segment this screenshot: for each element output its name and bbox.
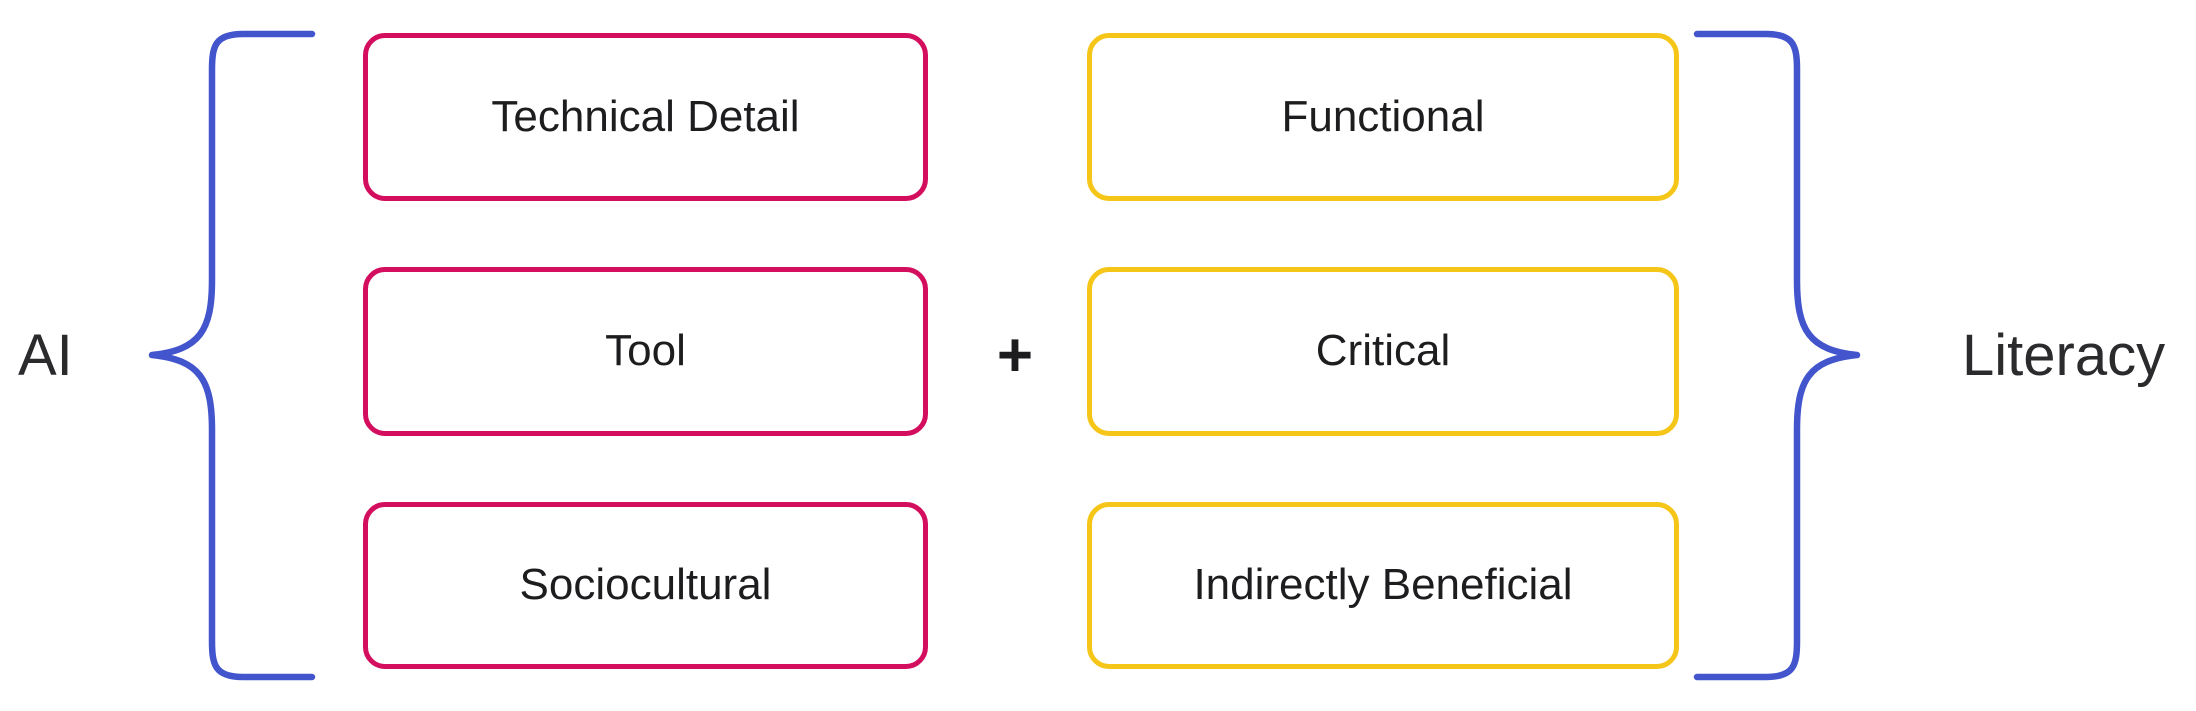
right-end-label-text: Literacy (1962, 322, 2166, 388)
plus-operator: + (980, 0, 1050, 711)
left-end-label-text: AI (18, 322, 73, 388)
right-node-critical[interactable]: Critical (1087, 267, 1679, 436)
node-label: Indirectly Beneficial (1193, 560, 1573, 610)
node-label: Tool (605, 326, 686, 376)
left-node-tool[interactable]: Tool (363, 267, 928, 436)
left-end-label: AI (18, 0, 73, 711)
left-curly-brace-icon (148, 30, 316, 681)
right-curly-brace-icon (1693, 30, 1861, 681)
right-end-label: Literacy (1962, 0, 2165, 711)
node-label: Critical (1315, 326, 1451, 376)
plus-operator-text: + (996, 320, 1034, 390)
node-label: Sociocultural (519, 560, 772, 610)
node-label: Technical Detail (491, 91, 800, 141)
right-node-indirectly-beneficial[interactable]: Indirectly Beneficial (1087, 502, 1679, 669)
left-node-sociocultural[interactable]: Sociocultural (363, 502, 928, 669)
right-node-functional[interactable]: Functional (1087, 33, 1679, 201)
node-label: Functional (1281, 91, 1485, 141)
left-node-technical-detail[interactable]: Technical Detail (363, 33, 928, 201)
